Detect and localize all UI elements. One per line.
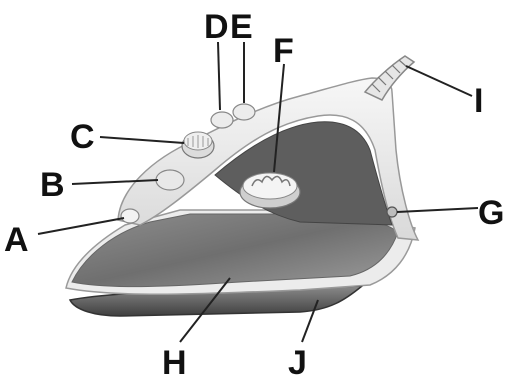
temperature-dial — [240, 173, 300, 208]
water-tank — [72, 214, 398, 287]
steam-iron-illustration — [66, 56, 418, 316]
shot-of-steam-button — [211, 112, 233, 128]
callout-label-j: J — [288, 344, 307, 379]
callout-label-a: A — [4, 221, 29, 259]
leader-line-d — [218, 42, 220, 110]
callout-label-c: C — [70, 118, 95, 156]
callout-label-i: I — [474, 82, 483, 120]
leader-line-a — [38, 218, 124, 234]
callout-label-g: G — [478, 194, 504, 232]
callout-label-e: E — [230, 8, 253, 46]
leader-line-i — [406, 66, 472, 96]
spray-nozzle — [121, 209, 139, 223]
pilot-light — [387, 207, 397, 217]
variable-steam-button — [233, 104, 255, 120]
callout-label-d: D — [204, 8, 229, 46]
spray-button — [156, 170, 184, 190]
callout-label-f: F — [273, 32, 294, 70]
callout-label-h: H — [162, 344, 187, 379]
leader-line-g — [397, 208, 478, 212]
steam-control-dial — [182, 132, 214, 158]
callout-label-b: B — [40, 166, 65, 204]
leader-line-c — [100, 137, 184, 143]
